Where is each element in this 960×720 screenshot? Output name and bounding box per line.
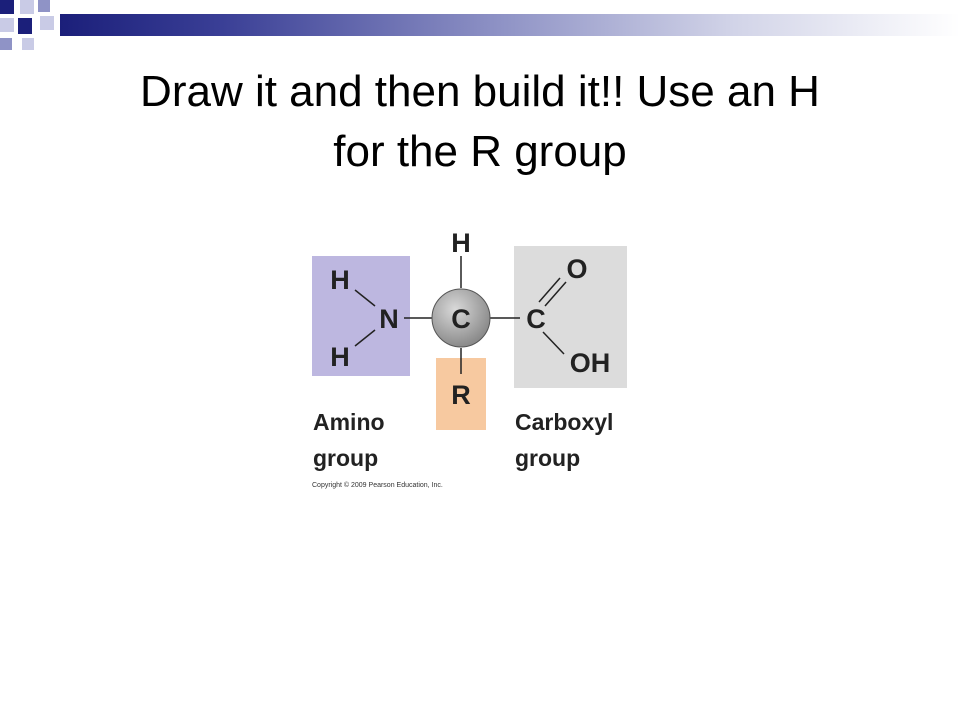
carboxyl-label-line-1: Carboxyl bbox=[515, 409, 613, 435]
carboxyl-label-line-2: group bbox=[515, 445, 580, 471]
copyright-text: Copyright © 2009 Pearson Education, Inc. bbox=[312, 481, 443, 489]
amino-acid-structure: H H N H C C O OH R Amino group Carboxyl … bbox=[312, 228, 627, 489]
bond-c-oh bbox=[542, 331, 565, 355]
slide-title: Draw it and then build it!! Use an H for… bbox=[0, 62, 960, 182]
bond-c-o-double-2 bbox=[544, 281, 567, 307]
amino-group-box bbox=[312, 256, 410, 376]
alpha-carbon-sphere bbox=[431, 288, 491, 348]
bond-n-h-bottom bbox=[354, 329, 376, 347]
corner-square-3 bbox=[38, 0, 50, 12]
bond-c-o-double-1 bbox=[538, 277, 561, 303]
atom-amino-h-top: H bbox=[330, 265, 350, 295]
atom-r-group: R bbox=[451, 380, 471, 410]
atom-carboxyl-c: C bbox=[526, 304, 546, 334]
slide-title-line-1: Draw it and then build it!! Use an H bbox=[140, 67, 820, 116]
amino-label-line-1: Amino bbox=[313, 409, 385, 435]
header-gradient-bar bbox=[60, 14, 960, 36]
corner-square-4 bbox=[0, 18, 14, 32]
atom-amino-h-bottom: H bbox=[330, 342, 350, 372]
atom-amino-n: N bbox=[379, 304, 399, 334]
carboxyl-group-box bbox=[514, 246, 627, 388]
atom-carboxyl-o: O bbox=[566, 254, 587, 284]
amino-acid-diagram: H H N H C C O OH R Amino group Carboxyl … bbox=[300, 222, 660, 498]
slide-title-line-2: for the R group bbox=[333, 127, 627, 176]
atom-carboxyl-oh: OH bbox=[570, 348, 611, 378]
amino-label-line-2: group bbox=[313, 445, 378, 471]
corner-square-5 bbox=[18, 18, 32, 34]
corner-square-8 bbox=[22, 38, 34, 50]
atom-top-h: H bbox=[451, 228, 471, 258]
corner-square-1 bbox=[0, 0, 14, 14]
corner-square-2 bbox=[20, 0, 34, 14]
corner-square-6 bbox=[40, 16, 54, 30]
corner-square-7 bbox=[0, 38, 12, 50]
atom-alpha-c: C bbox=[451, 304, 471, 334]
bond-n-h-top bbox=[354, 289, 376, 307]
